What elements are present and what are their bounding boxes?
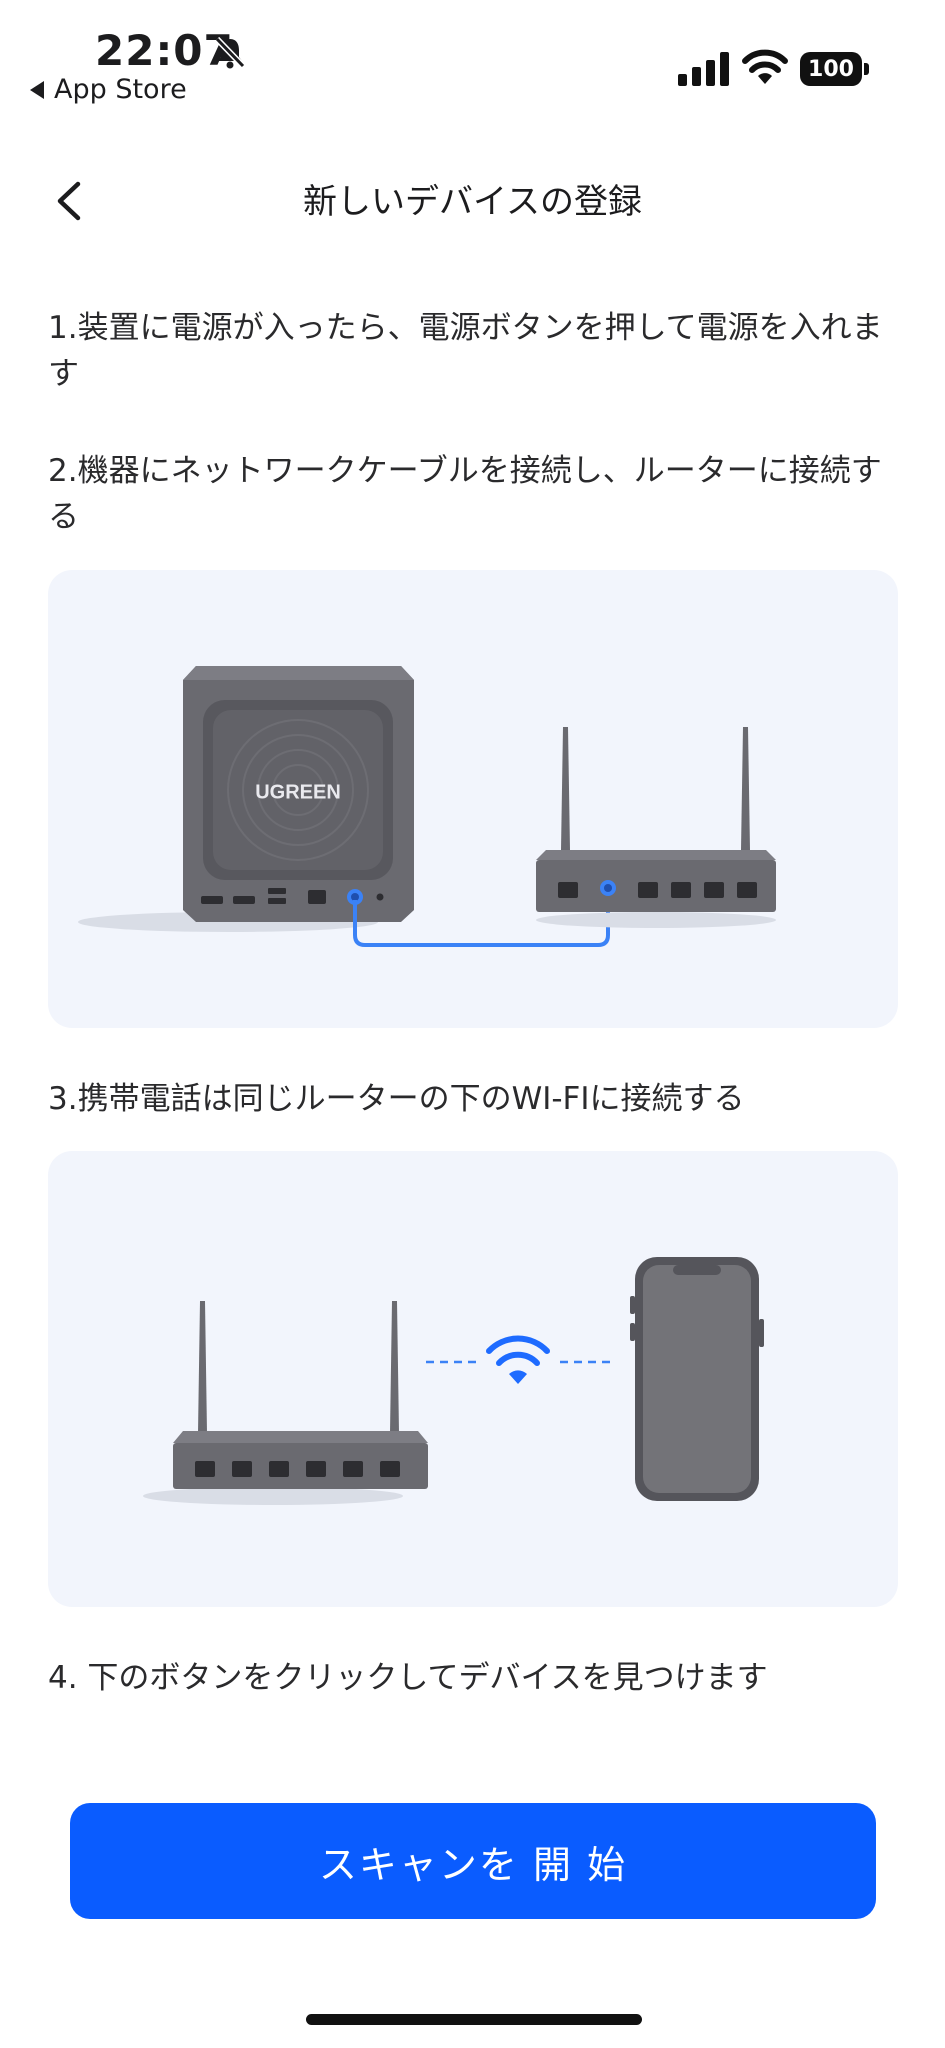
- back-app-label: App Store: [54, 74, 187, 105]
- step-4-text: 4. 下のボタンをクリックしてデバイスを見つけます: [48, 1660, 768, 1696]
- back-triangle-icon: [30, 80, 44, 99]
- home-indicator[interactable]: [306, 2014, 642, 2025]
- router-phone-diagram: [143, 1257, 764, 1505]
- wifi-signal-icon: [486, 1335, 550, 1384]
- nav-bar: 新しいデバイスの登録: [0, 160, 945, 240]
- page-title: 新しいデバイスの登録: [303, 182, 642, 222]
- battery-level: 100: [800, 52, 862, 86]
- status-time: 22:07: [95, 26, 234, 75]
- router-device: [173, 1301, 428, 1489]
- bell-slash-icon: [214, 36, 246, 69]
- signal-icon: [678, 52, 729, 86]
- router-phone-illustration: [48, 1151, 898, 1607]
- router-device: [536, 727, 776, 912]
- nas-router-diagram: UGREEN: [78, 666, 776, 947]
- battery-icon: 100: [800, 52, 872, 86]
- wifi-icon: [742, 49, 788, 84]
- back-to-app-store[interactable]: App Store: [30, 74, 187, 105]
- start-scan-button[interactable]: スキャンを 開 始: [70, 1803, 876, 1919]
- step-1-text: 1.装置に電源が入ったら、電源ボタンを押して電源を入れます: [48, 310, 883, 392]
- step-2-text: 2.機器にネットワークケーブルを接続し、ルーターに接続する: [48, 453, 882, 535]
- ethernet-cable: [353, 900, 610, 947]
- status-bar: 22:07 App Store 100: [0, 0, 945, 110]
- nas-router-illustration: UGREEN: [48, 570, 898, 1028]
- back-chevron-icon[interactable]: [50, 178, 90, 224]
- nas-device: UGREEN: [183, 666, 414, 922]
- step-3-text: 3.携帯電話は同じルーターの下のWI-FIに接続する: [48, 1081, 745, 1117]
- nas-brand-label: UGREEN: [255, 781, 341, 803]
- smartphone-device: [630, 1257, 764, 1501]
